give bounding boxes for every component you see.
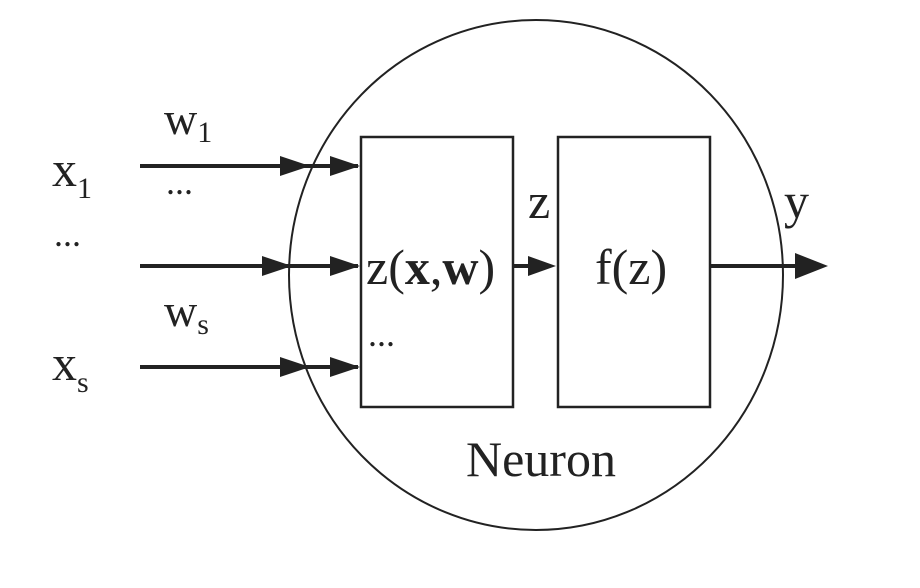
- output-y-label: y: [784, 173, 809, 229]
- input-arrow-1: [140, 156, 360, 176]
- z-label: z: [528, 173, 550, 229]
- activation-function-label: f(z): [595, 239, 667, 295]
- sum-box-ellipsis: ...: [368, 314, 395, 354]
- sum-function-box: [359, 135, 515, 409]
- sum-function-label: z(x,w): [366, 239, 495, 295]
- neuron-circle: [288, 19, 784, 531]
- input-x1-label: x1: [52, 141, 92, 205]
- input-xs-label: xs: [52, 335, 89, 399]
- weight-ellipsis: ...: [166, 162, 193, 202]
- activation-function-box: [556, 135, 712, 409]
- neuron-label: Neuron: [466, 431, 616, 487]
- weight-w1-label: w1: [164, 93, 212, 149]
- input-arrow-mid: [140, 256, 360, 276]
- input-arrow-s: [140, 357, 360, 377]
- output-arrow: [710, 253, 828, 279]
- weight-ws-label: ws: [164, 285, 209, 341]
- input-ellipsis: ...: [54, 214, 81, 254]
- z-arrow: [513, 256, 556, 276]
